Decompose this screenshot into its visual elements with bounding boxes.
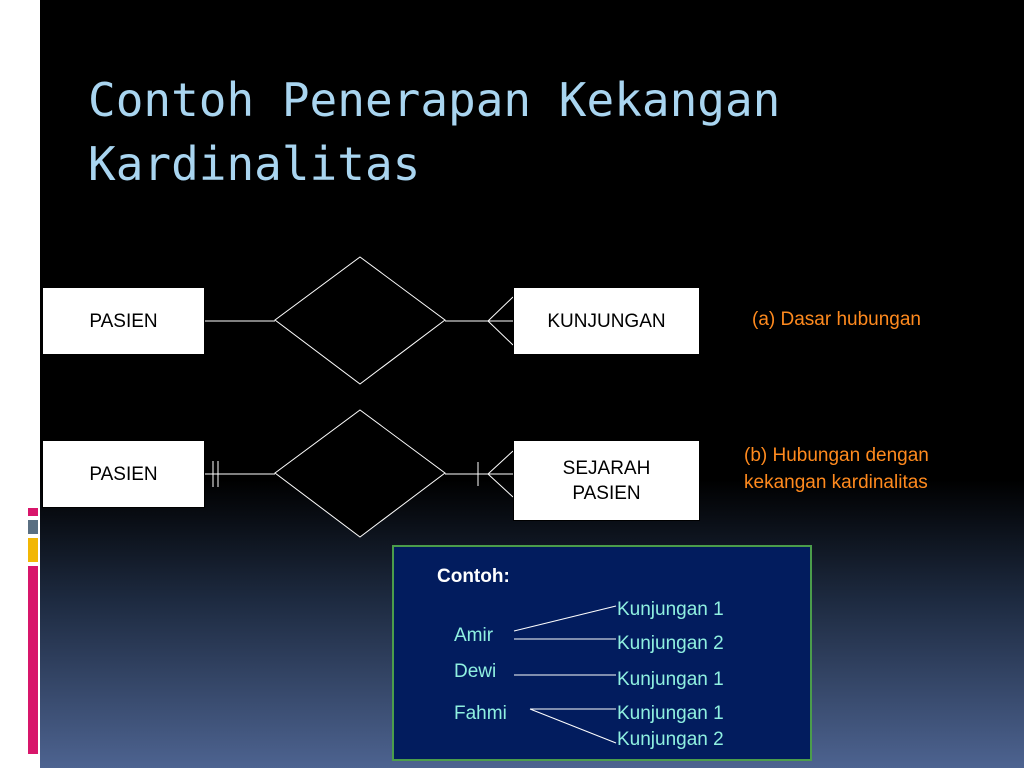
caption-b-line-2: kekangan kardinalitas	[744, 472, 928, 493]
entity-label-line-2: PASIEN	[572, 482, 641, 504]
example-mapping-lines	[513, 605, 617, 744]
entity-kunjungan-a: KUNJUNGAN	[513, 287, 700, 355]
accent-bar-pink-long	[28, 566, 38, 754]
visit-item: Kunjungan 2	[617, 729, 724, 750]
one-to-many-marker-b	[477, 450, 514, 498]
crowfoot-many-a	[487, 296, 514, 346]
person-amir: Amir	[454, 625, 494, 646]
relationship-label-b: Mempunyai	[318, 465, 402, 482]
link-fahmi-k2	[529, 708, 617, 744]
entity-label-line-1: SEJARAH	[562, 457, 651, 479]
link-amir-k1	[513, 605, 617, 632]
accent-bar-yellow	[28, 538, 38, 562]
visit-item: Kunjungan 1	[617, 669, 724, 690]
caption-b-line-1: (b) Hubungan dengan	[744, 445, 929, 466]
slide-title: Contoh Penerapan Kekangan Kardinalitas	[88, 68, 988, 196]
relationship-label-a: Mempunyai	[318, 312, 402, 329]
title-line-2: Kardinalitas	[88, 137, 421, 191]
person-dewi: Dewi	[454, 661, 497, 682]
entity-pasien-b: PASIEN	[42, 440, 205, 508]
relationship-diamond-b	[274, 409, 446, 538]
example-panel: Contoh: Amir Dewi Fahmi Kunjungan 1 Kunj…	[392, 545, 812, 761]
caption-b: (b) Hubungan dengan kekangan kardinalita…	[744, 442, 929, 496]
person-fahmi: Fahmi	[454, 703, 507, 724]
left-decor-strip	[0, 0, 40, 768]
relationship-diamond-a	[274, 256, 446, 385]
accent-bar-pink	[28, 508, 38, 516]
title-line-1: Contoh Penerapan Kekangan	[88, 73, 781, 127]
entity-label: PASIEN	[89, 310, 158, 332]
example-title: Contoh:	[437, 566, 510, 587]
entity-label: KUNJUNGAN	[547, 310, 666, 332]
visit-item: Kunjungan 2	[617, 633, 724, 654]
mandatory-one-marker-b	[212, 461, 219, 487]
entity-sejarah-pasien-b: SEJARAH PASIEN	[513, 440, 700, 521]
accent-bar-gray	[28, 520, 38, 534]
visit-item: Kunjungan 1	[617, 599, 724, 620]
entity-label: PASIEN	[89, 463, 158, 485]
visit-item: Kunjungan 1	[617, 703, 724, 724]
entity-pasien-a: PASIEN	[42, 287, 205, 355]
caption-a: (a) Dasar hubungan	[752, 309, 921, 330]
